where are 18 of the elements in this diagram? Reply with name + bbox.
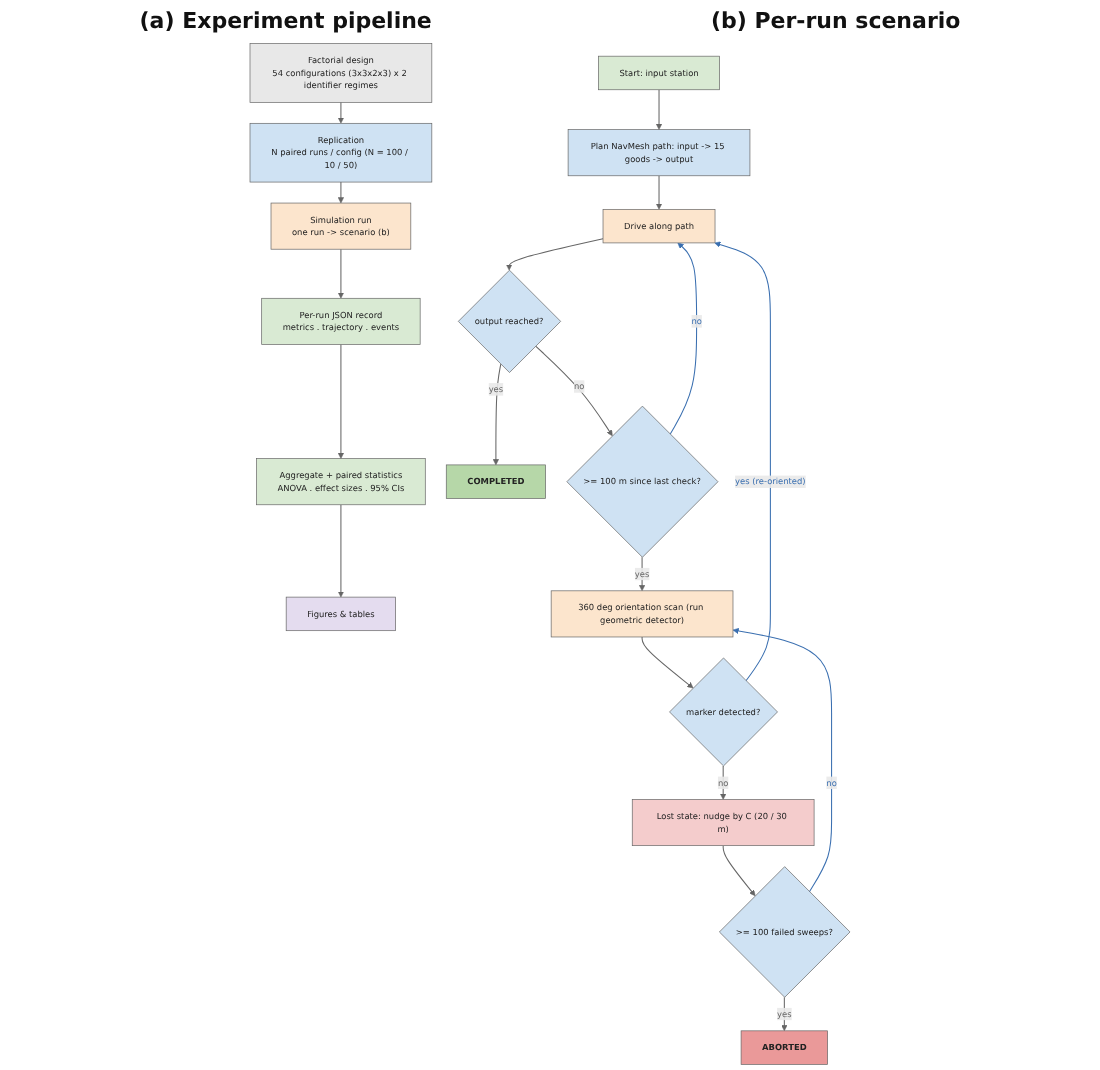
arrow (714, 241, 771, 682)
arrow (720, 765, 727, 800)
arrow (732, 627, 833, 893)
arrow (655, 89, 663, 130)
arrow (337, 504, 344, 598)
arrow (669, 242, 698, 435)
arrow (492, 363, 502, 466)
arrow (641, 636, 694, 689)
arrow (337, 343, 344, 459)
arrow (655, 175, 663, 210)
panel-heading: (b) Per-run scenario (710, 8, 961, 34)
arrow (535, 345, 613, 437)
arrow (506, 238, 604, 271)
arrow (722, 845, 756, 897)
arrow (337, 101, 344, 124)
arrow (337, 248, 344, 299)
arrow (337, 181, 344, 204)
panel-heading: (a) Experiment pipeline (139, 8, 432, 34)
